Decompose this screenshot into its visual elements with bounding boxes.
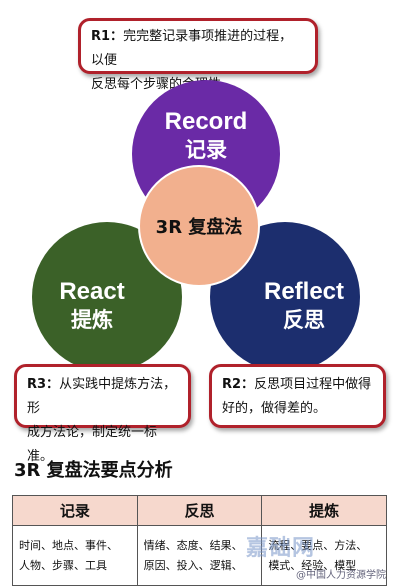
note-r2: R2：反思项目过程中做得 好的，做得差的。 (209, 364, 386, 428)
cell-record: 时间、地点、事件、 人物、步骤、工具 (12, 525, 138, 586)
section-title: 3R 复盘法要点分析 (14, 460, 173, 481)
note-r2-line1: 反思项目过程中做得 (254, 377, 372, 392)
note-r3-label: R3： (27, 377, 60, 392)
table-row: 时间、地点、事件、 人物、步骤、工具 情绪、态度、结果、 原因、投入、逻辑、 流… (12, 525, 387, 586)
watermark-sub: @中国人力资源学院 (296, 570, 386, 581)
circle-center: 3R 复盘法 (138, 165, 260, 287)
cell-react-line1: 流程、要点、方法、 (268, 538, 368, 552)
header-record: 记录 (12, 495, 138, 526)
note-r3-line1: 从实践中提炼方法，形 (27, 377, 177, 416)
cell-reflect-line2: 原因、投入、逻辑、 (143, 558, 243, 572)
note-r2-label: R2： (222, 377, 255, 392)
cell-record-line1: 时间、地点、事件、 (19, 538, 118, 552)
note-r1-label: R1： (91, 29, 124, 44)
cell-reflect: 情绪、态度、结果、 原因、投入、逻辑、 (136, 525, 263, 586)
note-r3-line2: 成方法论，制定统一标准。 (27, 425, 158, 464)
note-r1: R1：完完整记录事项推进的过程，以便 反思每个步骤的合理性。 (78, 18, 318, 92)
circle-record: Record 记录 (132, 80, 280, 228)
circle-reflect-en: Reflect (263, 278, 345, 305)
circle-react-en: React (59, 278, 125, 305)
note-r1-line1: 完完整记录事项推进的过程，以便 (91, 29, 293, 68)
note-r2-line2: 好的，做得差的。 (222, 401, 327, 416)
summary-table: 记录 反思 提炼 时间、地点、事件、 人物、步骤、工具 情绪、态度、结果、 原因… (12, 495, 387, 586)
circle-record-en: Record (164, 108, 248, 135)
cell-react-line2: 模式、经验、模型 (268, 558, 357, 572)
header-react: 提炼 (261, 495, 387, 526)
cell-reflect-line1: 情绪、态度、结果、 (143, 538, 243, 552)
table-header-row: 记录 反思 提炼 (12, 495, 387, 526)
circle-react-zh: 提炼 (71, 308, 113, 332)
note-r3: R3：从实践中提炼方法，形 成方法论，制定统一标准。 (14, 364, 191, 464)
circle-reflect-zh: 反思 (283, 308, 325, 332)
cell-record-line2: 人物、步骤、工具 (19, 558, 107, 572)
circle-record-zh: 记录 (185, 138, 227, 162)
cell-react: 流程、要点、方法、 模式、经验、模型 (261, 525, 387, 586)
header-reflect: 反思 (136, 495, 263, 526)
